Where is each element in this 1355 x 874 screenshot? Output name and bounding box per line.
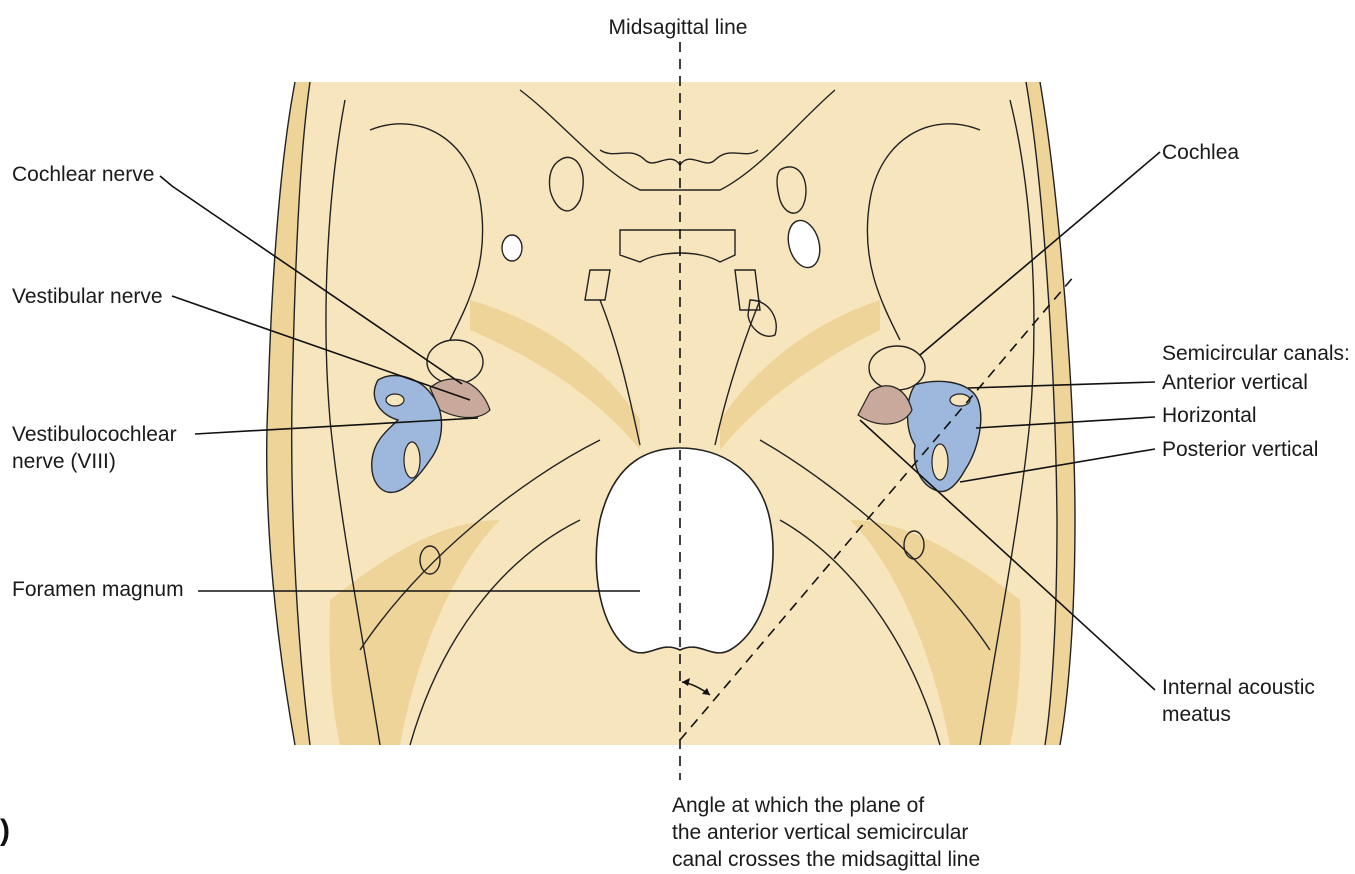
semicircular-canals-label: Semicircular canals:	[1162, 342, 1350, 365]
angle-caption-line3: canal crosses the midsagittal line	[672, 848, 980, 871]
vestibular-nerve-label: Vestibular nerve	[12, 285, 163, 308]
cochlear-nerve-label: Cochlear nerve	[12, 163, 154, 186]
cochlea-label: Cochlea	[1162, 141, 1239, 164]
foramen-magnum-label: Foramen magnum	[12, 578, 184, 601]
anterior-vertical-label: Anterior vertical	[1162, 371, 1308, 394]
vestibulocochlear-nerve-label-line1: Vestibulocochlear	[12, 423, 177, 446]
posterior-vertical-label: Posterior vertical	[1162, 438, 1318, 461]
midsagittal-line-label: Midsagittal line	[609, 16, 748, 39]
foramen-magnum-shape	[596, 448, 773, 653]
internal-acoustic-meatus-label-line1: Internal acoustic	[1162, 676, 1315, 699]
angle-caption-line1: Angle at which the plane of	[672, 794, 924, 817]
horizontal-label: Horizontal	[1162, 404, 1257, 427]
internal-acoustic-meatus-label-line2: meatus	[1162, 703, 1231, 726]
angle-caption-line2: the anterior vertical semicircular	[672, 821, 968, 844]
vestibulocochlear-nerve-label-line2: nerve (VIII)	[12, 450, 116, 473]
panel-letter: )	[0, 814, 10, 847]
